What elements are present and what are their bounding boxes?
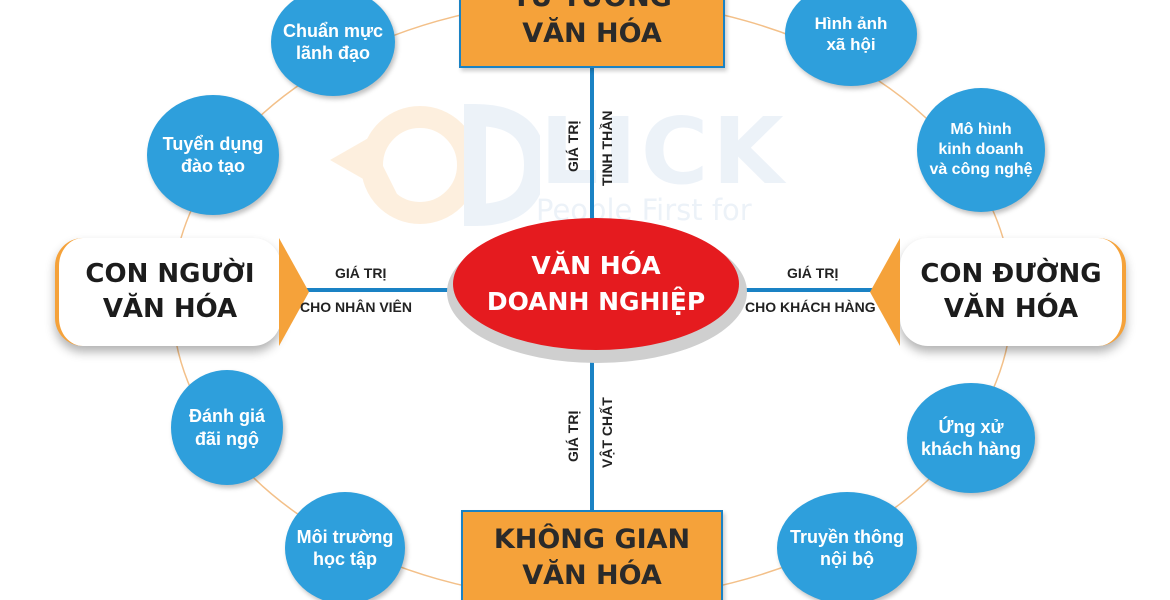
bubble-danh-gia: Đánh giá đãi ngộ <box>171 370 283 485</box>
left-label-2: CHO NHÂN VIÊN <box>300 299 413 315</box>
right-arrow-icon <box>870 238 900 346</box>
bubble-moi-truong: Môi trường học tập <box>285 492 405 600</box>
left-arrow-icon <box>279 238 309 346</box>
right-label-1: GIÁ TRỊ <box>787 265 839 281</box>
bottom-label-1: GIÁ TRỊ <box>565 410 581 462</box>
bubble-chuan-muc: Chuẩn mực lãnh đạo <box>271 0 395 96</box>
left-label-1: GIÁ TRỊ <box>335 265 387 281</box>
bubble-mo-hinh: Mô hình kinh doanh và công nghệ <box>917 88 1045 212</box>
top-label-2: TINH THẦN <box>599 110 615 186</box>
center-node: VĂN HÓA DOANH NGHIỆP <box>453 218 739 350</box>
logo-mark-icon <box>330 103 540 227</box>
watermark-brand: LICK <box>540 98 788 205</box>
bubble-tuyen-dung: Tuyển dụng đào tạo <box>147 95 279 215</box>
box-top: TƯ TƯỞNG VĂN HÓA <box>459 0 725 68</box>
bubble-hinh-anh: Hình ảnh xã hội <box>785 0 917 86</box>
right-label-2: CHO KHÁCH HÀNG <box>745 299 876 315</box>
bottom-label-2: VẬT CHẤT <box>599 397 615 468</box>
top-label-1: GIÁ TRỊ <box>565 120 581 172</box>
bubble-truyen-thong: Truyền thông nội bộ <box>777 492 917 600</box>
box-right: CON ĐƯỜNG VĂN HÓA <box>900 238 1126 346</box>
bubble-ung-xu: Ứng xử khách hàng <box>907 383 1035 493</box>
box-bottom: KHÔNG GIAN VĂN HÓA <box>461 510 723 600</box>
box-left: CON NGƯỜI VĂN HÓA <box>55 238 281 346</box>
